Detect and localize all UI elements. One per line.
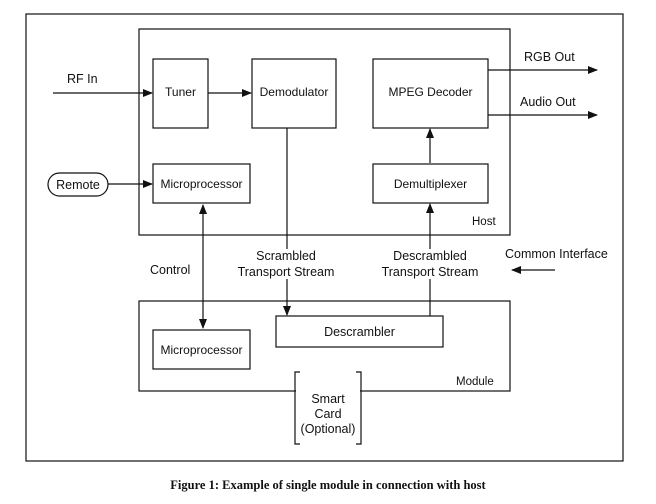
rf-in-label: RF In (67, 72, 98, 86)
descrambled-label-bg (376, 249, 484, 279)
module-label: Module (456, 376, 494, 388)
descrambled-label-line2: Transport Stream (382, 265, 479, 279)
module-microprocessor-label: Microprocessor (160, 343, 242, 357)
demultiplexer-box (372, 163, 489, 204)
rgb-out-label: RGB Out (524, 50, 575, 64)
demodulator-box (251, 58, 337, 129)
host-label: Host (472, 216, 496, 228)
smart-card-bracket-right (356, 371, 362, 445)
tuner-label: Tuner (165, 85, 196, 99)
audio-out-label: Audio Out (520, 95, 576, 109)
demodulator-label: Demodulator (260, 85, 329, 99)
tuner-box (152, 58, 209, 129)
smart-card-line1: Smart (311, 392, 345, 406)
scrambled-label-line1: Scrambled (256, 249, 316, 263)
host-microprocessor-box (152, 163, 251, 204)
descrambler-box (275, 315, 444, 348)
mpeg-decoder-label: MPEG Decoder (388, 85, 472, 99)
demultiplexer-label: Demultiplexer (394, 177, 467, 191)
descrambled-label-line1: Descrambled (393, 249, 467, 263)
scrambled-label-bg (232, 249, 340, 279)
scrambled-label-line2: Transport Stream (238, 265, 335, 279)
host-box (138, 28, 511, 236)
mpeg-decoder-box (372, 58, 489, 129)
smart-card-mask (296, 387, 360, 395)
figure-caption: Figure 1: Example of single module in co… (170, 478, 486, 492)
remote-label: Remote (56, 178, 100, 192)
control-label: Control (150, 263, 190, 277)
module-microprocessor-box (152, 329, 251, 370)
smart-card-line2: Card (314, 407, 341, 421)
common-interface-label: Common Interface (505, 247, 608, 261)
smart-card-line3: (Optional) (301, 422, 356, 436)
smart-card-bracket-left (294, 371, 300, 445)
descrambler-label: Descrambler (324, 325, 395, 339)
host-microprocessor-label: Microprocessor (160, 177, 242, 191)
figure-frame (25, 13, 624, 462)
